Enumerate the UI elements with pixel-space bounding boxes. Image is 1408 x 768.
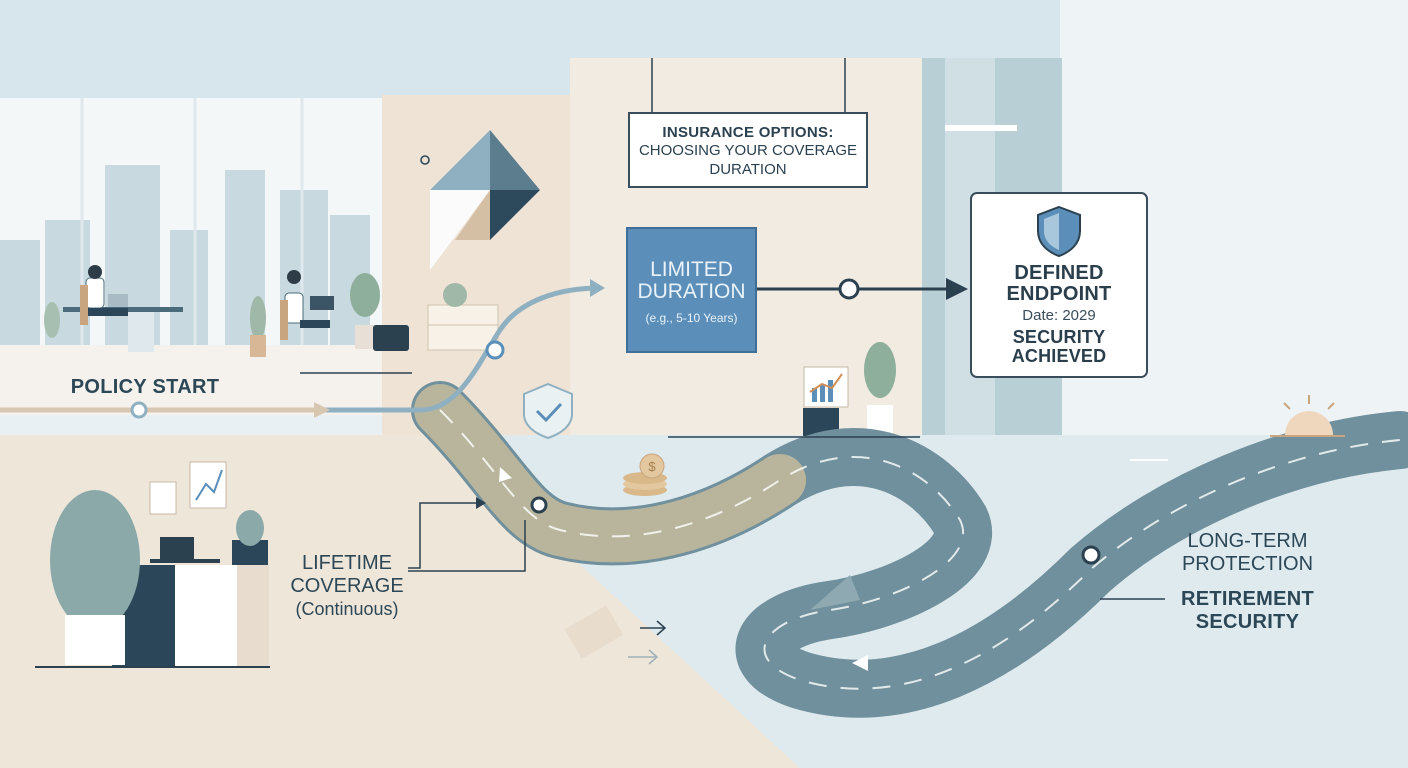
shelf — [427, 283, 499, 351]
endpoint-line-2: ENDPOINT — [1006, 283, 1112, 305]
lifetime-line-1: LIFETIME — [301, 552, 392, 574]
endpoint-date: Date: 2029 — [1022, 307, 1096, 324]
long-term-line-1: LONG-TERM — [1187, 530, 1308, 552]
ceiling-lamp — [945, 125, 1017, 131]
shield-icon — [1037, 205, 1081, 258]
lifetime-line-3: (Continuous) — [295, 599, 399, 619]
policy-start-label: POLICY START — [70, 376, 220, 398]
geometric-art — [420, 130, 540, 270]
coins-icon: $ — [623, 453, 667, 496]
lifetime-line-2: COVERAGE — [290, 575, 404, 597]
policy-start-path — [0, 279, 605, 419]
long-term-protection-label: LONG-TERM PROTECTION — [1170, 530, 1325, 576]
road-lifetime — [411, 381, 1408, 718]
diagram-title-box: INSURANCE OPTIONS: CHOOSING YOUR COVERAG… — [628, 112, 868, 188]
sun-icon — [1270, 395, 1345, 437]
connector-lifetime — [408, 496, 548, 572]
desk-lower-left — [35, 461, 270, 668]
office-desk-left — [63, 265, 183, 352]
lifetime-coverage-label: LIFETIME COVERAGE (Continuous) — [278, 552, 416, 621]
plant-icon — [44, 273, 896, 435]
limited-duration-box: LIMITED DURATION (e.g., 5-10 Years) — [626, 227, 757, 353]
shield-icon — [523, 382, 573, 440]
decor-arrows — [564, 436, 1168, 665]
title-line-1: INSURANCE OPTIONS: — [662, 124, 834, 141]
long-term-line-2: PROTECTION — [1181, 553, 1314, 575]
floor-beige — [0, 435, 800, 768]
endpoint-line-4: ACHIEVED — [1011, 346, 1107, 366]
retirement-security-label: RETIREMENT SECURITY — [1170, 588, 1325, 634]
svg-text:$: $ — [648, 459, 656, 474]
defined-endpoint-box: DEFINED ENDPOINT Date: 2029 SECURITY ACH… — [970, 192, 1148, 378]
office-floor — [0, 345, 382, 415]
office-desk-right — [280, 270, 334, 340]
title-line-2: CHOOSING YOUR COVERAGE — [638, 142, 858, 159]
limited-to-endpoint-arrow — [757, 278, 968, 300]
title-line-3: DURATION — [709, 161, 787, 178]
retirement-line-2: SECURITY — [1195, 611, 1300, 633]
chart-icon — [803, 366, 849, 436]
endpoint-line-3: SECURITY — [1012, 327, 1106, 347]
limited-line-2: DURATION — [637, 280, 746, 303]
retirement-line-1: RETIREMENT — [1181, 588, 1314, 610]
endpoint-line-1: DEFINED — [1014, 262, 1104, 284]
limited-line-1: LIMITED — [650, 258, 733, 281]
limited-note: (e.g., 5-10 Years) — [645, 311, 738, 325]
briefcase-icon — [373, 325, 409, 351]
connector-long-term — [1081, 545, 1165, 600]
